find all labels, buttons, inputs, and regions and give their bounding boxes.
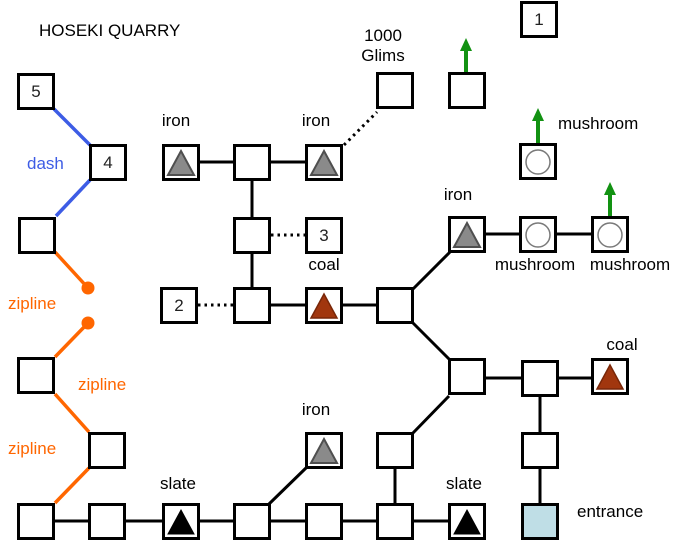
iron-node-n: [305, 144, 343, 181]
path-node-b: [376, 432, 414, 469]
node-2: 2: [160, 287, 198, 324]
bottom-node-1: [17, 503, 55, 540]
slate-node-e: [448, 503, 486, 540]
mid-node-b: [233, 144, 271, 181]
iron-label-n: iron: [301, 111, 331, 130]
iron-label-nw: iron: [161, 111, 191, 130]
edge-dash: [54, 178, 92, 218]
slate-triangle-icon: [167, 508, 195, 534]
mushroom-label-2: mushroom: [589, 255, 671, 274]
edge-dash: [52, 107, 92, 147]
iron-node-e: [448, 216, 486, 253]
mushroom-node-2: [591, 216, 629, 253]
node-4: 4: [89, 144, 127, 181]
mushroom-node-ne: [519, 143, 557, 180]
iron-triangle-icon: [166, 148, 196, 176]
up-arrow-icon: [532, 108, 544, 121]
mushroom-node-1: [519, 216, 557, 253]
node-number: 4: [103, 153, 113, 172]
edge-solid: [410, 394, 451, 436]
zip-node-mid: [88, 432, 126, 469]
mushroom-label-ne: mushroom: [558, 114, 639, 133]
coal-label-mid: coal: [308, 255, 340, 274]
edge-solid: [267, 465, 309, 506]
node-1: 1: [520, 1, 558, 38]
bottom-node-2: [88, 503, 126, 540]
glims-label: 1000 Glims: [361, 26, 405, 65]
iron-triangle-icon: [309, 436, 339, 464]
edge-zipline: [53, 321, 90, 359]
zip-node-a: [18, 217, 56, 254]
glims-node: [376, 72, 414, 109]
mushroom-circle-icon: [525, 221, 551, 248]
iron-node-s: [305, 432, 343, 469]
coal-triangle-icon: [595, 362, 625, 390]
node-number: 5: [31, 82, 41, 101]
slate-label-e: slate: [446, 474, 482, 493]
node-number: 2: [174, 296, 184, 315]
zipline-label-3: zipline: [8, 439, 57, 458]
edge-zipline: [53, 250, 90, 290]
path-node-c: [521, 432, 559, 469]
iron-label-e: iron: [443, 185, 473, 204]
mushroom-circle-icon: [525, 148, 551, 175]
entrance-node: [521, 503, 559, 540]
slate-label-w: slate: [160, 474, 196, 493]
node-5: 5: [17, 73, 55, 110]
iron-triangle-icon: [309, 148, 339, 176]
iron-node-nw: [162, 144, 200, 181]
edge-zipline: [53, 466, 91, 505]
title-label: HOSEKI QUARRY: [39, 21, 181, 40]
up-arrow-icon: [604, 182, 616, 195]
zip-node-b: [17, 357, 55, 394]
edge-zipline: [53, 392, 91, 434]
edge-solid: [410, 250, 452, 292]
iron-triangle-icon: [452, 220, 482, 248]
exit-node-top: [448, 72, 486, 109]
node-3: 3: [305, 217, 343, 254]
edge-solid: [410, 320, 452, 362]
mid-node-e: [233, 287, 271, 324]
entrance-label: entrance: [577, 502, 644, 521]
iron-label-s: iron: [301, 400, 331, 419]
zipline-label-2: zipline: [78, 375, 127, 394]
node-number: 3: [319, 226, 329, 245]
mid-node-c: [233, 217, 271, 254]
bottom-node-5: [376, 503, 414, 540]
junction-node-2: [448, 358, 486, 395]
path-node-a: [521, 360, 559, 397]
coal-node-mid: [305, 287, 343, 324]
coal-node-e: [591, 358, 629, 395]
zipline-anchor-dot: [81, 281, 95, 295]
junction-node-1: [376, 287, 414, 324]
zipline-label-1: zipline: [8, 294, 57, 313]
zipline-anchor-dot: [81, 316, 95, 330]
coal-label-e: coal: [606, 335, 638, 354]
node-number: 1: [534, 10, 544, 29]
dash-label: dash: [27, 154, 64, 173]
coal-triangle-icon: [309, 291, 339, 319]
mushroom-label-1: mushroom: [494, 255, 576, 274]
bottom-node-4: [305, 503, 343, 540]
mushroom-circle-icon: [597, 221, 623, 248]
edge-dotted: [342, 110, 379, 147]
slate-triangle-icon: [453, 508, 481, 534]
slate-node-w: [162, 503, 200, 540]
up-arrow-icon: [460, 38, 472, 51]
bottom-node-3: [233, 503, 271, 540]
